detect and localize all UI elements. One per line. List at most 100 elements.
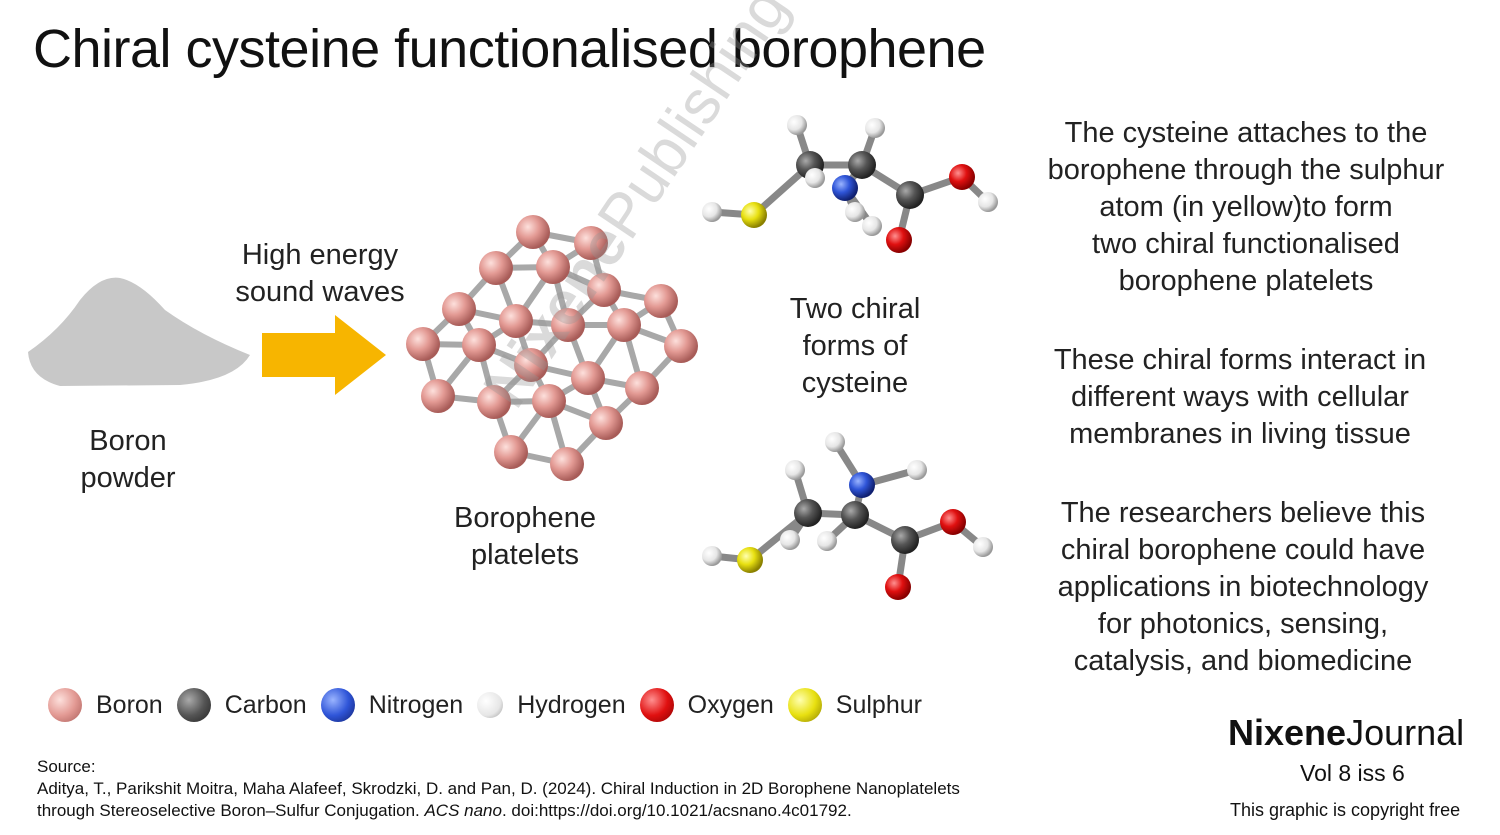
text-line: borophene through the sulphur (1047, 154, 1445, 186)
cysteine-label: Two chiral forms of cysteine (765, 291, 945, 402)
legend-label: Nitrogen (368, 690, 464, 719)
legend-label: Boron (96, 690, 163, 719)
boron-atom (479, 251, 513, 285)
source-text: through Stereoselective Boron–Sulfur Con… (37, 801, 425, 820)
text-line: borophene platelets (1118, 265, 1374, 297)
legend-oxygen: Oxygen (639, 688, 774, 722)
text-line: applications in biotechnology (1057, 571, 1429, 603)
nitrogen-atom (832, 175, 858, 201)
boron-atom (664, 329, 698, 363)
boron-atom (477, 385, 511, 419)
borophene-lattice (406, 215, 698, 481)
oxygen-atom (949, 164, 975, 190)
paragraph-attachment: The cysteine attaches to the borophene t… (1006, 115, 1486, 300)
legend-label: Carbon (224, 690, 307, 719)
sulphur-atom (737, 547, 763, 573)
boron-atom (442, 292, 476, 326)
boron-atom (532, 384, 566, 418)
text-line: The cysteine attaches to the (1064, 117, 1428, 149)
carbon-atom-icon (176, 688, 211, 722)
text-line: two chiral functionalised (1092, 228, 1400, 260)
paragraph-applications: The researchers believe this chiral boro… (1003, 495, 1483, 680)
label-line: Boron (89, 425, 167, 457)
legend-sulphur: Sulphur (787, 688, 922, 722)
cysteine-molecule-2 (702, 432, 993, 600)
text-line: chiral borophene could have (1060, 534, 1426, 566)
boron-atom (587, 273, 621, 307)
label-line: powder (80, 462, 176, 494)
boron-atom (462, 328, 496, 362)
arrow-icon (262, 315, 386, 395)
process-label: High energy sound waves (210, 237, 430, 311)
boron-atom (571, 361, 605, 395)
hydrogen-atom (787, 115, 807, 135)
hydrogen-atom (780, 530, 800, 550)
paragraph-interaction: These chiral forms interact in different… (1000, 342, 1480, 453)
oxygen-atom-icon (639, 688, 674, 722)
hydrogen-atom (702, 202, 722, 222)
boron-atom (499, 304, 533, 338)
hydrogen-atom (862, 216, 882, 236)
text-line: atom (in yellow)to form (1099, 191, 1393, 223)
boron-atom (550, 447, 584, 481)
label-line: platelets (470, 539, 579, 571)
hydrogen-atom (973, 537, 993, 557)
boron-atom (644, 284, 678, 318)
source-citation: Source: Aditya, T., Parikshit Moitra, Ma… (37, 756, 960, 822)
source-heading: Source: (37, 757, 96, 776)
boron-powder-label: Boron powder (48, 423, 208, 497)
hydrogen-atom (865, 118, 885, 138)
legend-label: Hydrogen (517, 690, 626, 719)
boron-atom (607, 308, 641, 342)
boron-atom (406, 327, 440, 361)
legend-nitrogen: Nitrogen (320, 688, 464, 722)
hydrogen-atom (805, 168, 825, 188)
carbon-atom (896, 181, 924, 209)
oxygen-atom (940, 509, 966, 535)
hydrogen-atom (825, 432, 845, 452)
text-line: catalysis, and biomedicine (1073, 645, 1413, 677)
boron-atom (574, 226, 608, 260)
boron-atom (551, 308, 585, 342)
label-line: sound waves (235, 276, 405, 308)
legend-label: Sulphur (835, 690, 922, 719)
atom-legend: Boron Carbon Nitrogen Hydrogen Oxygen Su… (48, 688, 936, 722)
source-doi: . doi:https://doi.org/10.1021/acsnano.4c… (501, 801, 852, 820)
page-title: Chiral cysteine functionalised borophene (33, 19, 986, 79)
sulphur-atom (741, 202, 767, 228)
text-line: for photonics, sensing, (1097, 608, 1389, 640)
carbon-atom (794, 499, 822, 527)
legend-hydrogen: Hydrogen (477, 690, 626, 720)
source-journal: ACS nano (424, 801, 502, 820)
text-line: different ways with cellular (1071, 381, 1409, 413)
cysteine-molecule-1 (702, 115, 998, 253)
label-line: High energy (241, 239, 399, 271)
boron-atom-icon (48, 688, 82, 722)
copyright-note: This graphic is copyright free (1230, 800, 1461, 820)
hydrogen-atom (785, 460, 805, 480)
source-line: through Stereoselective Boron–Sulfur Con… (37, 800, 960, 822)
volume-issue: Vol 8 iss 6 (1300, 760, 1405, 786)
hydrogen-atom-icon (477, 692, 504, 718)
oxygen-atom (886, 227, 912, 253)
boron-powder-pile (28, 277, 250, 386)
boron-atom (514, 348, 548, 382)
oxygen-atom (885, 574, 911, 600)
boron-atom (421, 379, 455, 413)
boron-atom (536, 250, 570, 284)
label-line: forms of (802, 330, 908, 362)
text-line: The researchers believe this (1060, 497, 1426, 529)
hydrogen-atom (702, 546, 722, 566)
borophene-label: Borophene platelets (425, 500, 625, 574)
hydrogen-atom (845, 202, 865, 222)
logo-regular: Journal (1346, 712, 1465, 753)
carbon-atom (891, 526, 919, 554)
nitrogen-atom-icon (320, 688, 355, 722)
label-line: Borophene (454, 502, 596, 534)
carbon-atom (848, 151, 876, 179)
hydrogen-atom (817, 531, 837, 551)
legend-boron: Boron (48, 688, 163, 722)
hydrogen-atom (907, 460, 927, 480)
